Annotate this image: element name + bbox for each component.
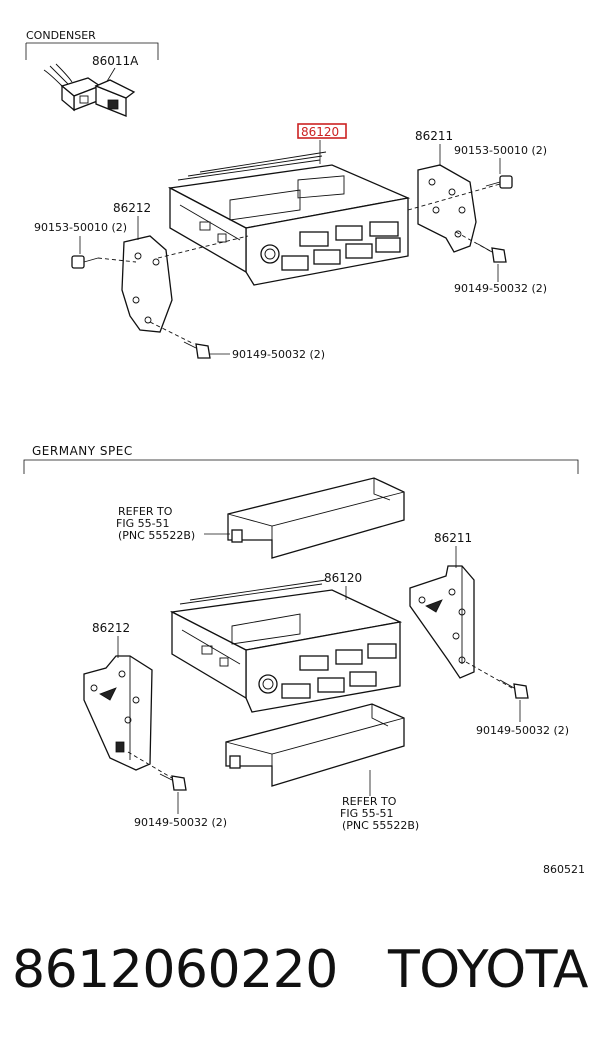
callout-86120-germany: 86120 (324, 571, 362, 585)
highlight-box (297, 123, 347, 139)
callout-86212-top: 86212 (113, 201, 151, 215)
brand-name: TOYOTA (388, 940, 589, 1000)
cover-top-germany (227, 477, 405, 559)
refer-top-line3: (PNC 55522B) (118, 529, 195, 542)
bracket-86211-top (417, 164, 477, 253)
refer-bottom-line1: REFER TO (342, 795, 397, 808)
callout-90149-right-germany: 90149-50032 (2) (476, 724, 569, 737)
refer-top-line2: FIG 55-51 (116, 517, 170, 530)
bracket-86212-germany (83, 655, 153, 771)
bottom-caption: 8612060220 TOYOTA (0, 930, 600, 1010)
bolt-left-germany (159, 773, 187, 791)
callout-86211-top: 86211 (415, 129, 453, 143)
bracket-86211-germany (409, 565, 475, 679)
screw-right-top (485, 175, 513, 189)
bolt-left-top (183, 341, 211, 359)
bracket-86212-top (121, 235, 173, 333)
part-number: 8612060220 (12, 940, 338, 1000)
refer-top-line1: REFER TO (118, 505, 173, 518)
callout-86211-germany: 86211 (434, 531, 472, 545)
callout-86212-germany: 86212 (92, 621, 130, 635)
radio-unit-top (167, 151, 411, 286)
section-title-germany: GERMANY SPEC (32, 444, 133, 458)
parts-diagram: CONDENSER 86011A (23, 29, 585, 876)
screw-left-top (71, 255, 99, 269)
callout-86011a: 86011A (92, 54, 139, 68)
callout-86120-highlighted: 86120 (301, 125, 339, 139)
callout-90149-left: 90149-50032 (2) (232, 348, 325, 361)
radio-unit-germany (169, 579, 403, 713)
condenser-group: CONDENSER 86011A (25, 29, 159, 117)
callout-90149-right: 90149-50032 (2) (454, 282, 547, 295)
condenser-label: CONDENSER (26, 29, 96, 42)
cover-bottom-germany (225, 703, 405, 787)
callout-90153-right: 90153-50010 (2) (454, 144, 547, 157)
condenser-connector-drawing (43, 63, 136, 117)
callout-90149-left-germany: 90149-50032 (2) (134, 816, 227, 829)
refer-bottom-line2: FIG 55-51 (340, 807, 394, 820)
callout-90153-left: 90153-50010 (2) (34, 221, 127, 234)
section-bracket (23, 459, 579, 474)
refer-bottom-line3: (PNC 55522B) (342, 819, 419, 832)
figure-code: 860521 (543, 863, 585, 876)
bolt-right-germany (499, 679, 529, 699)
